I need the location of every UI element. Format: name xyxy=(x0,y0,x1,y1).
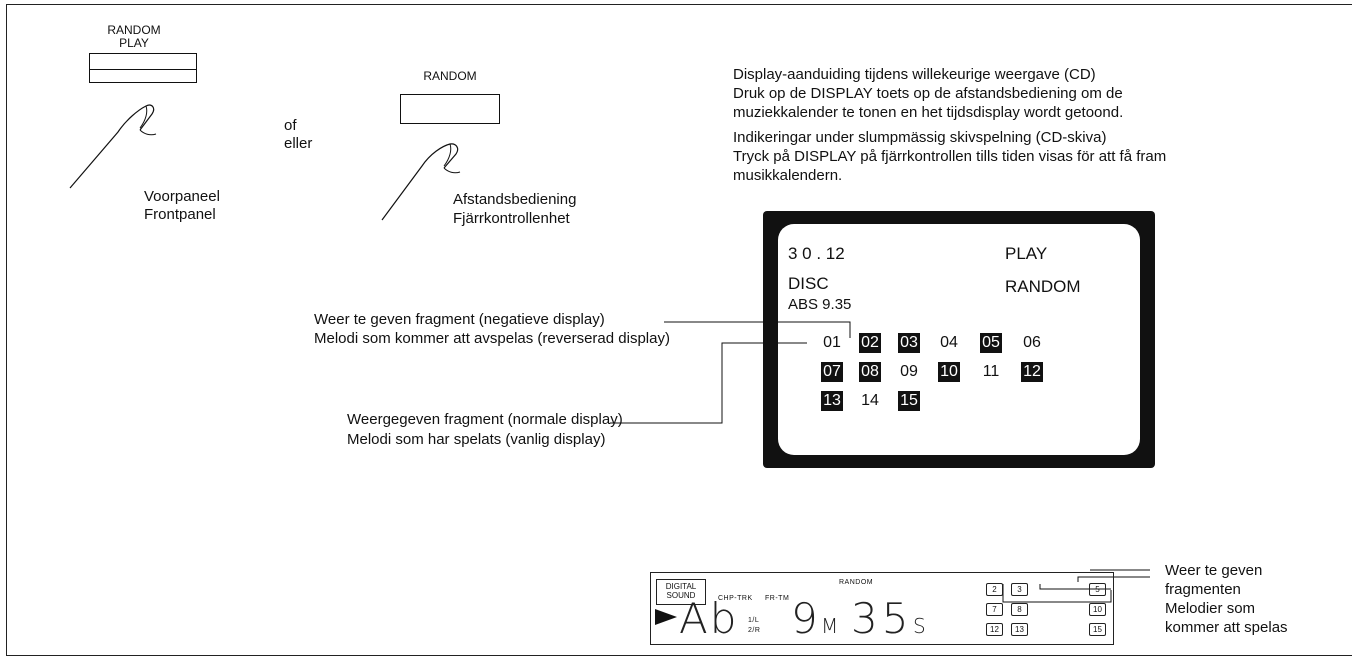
connector-sv: eller xyxy=(284,134,312,153)
front-panel-caption-sv: Frontpanel xyxy=(144,205,216,224)
tv-play: PLAY xyxy=(1005,244,1047,264)
fl-sec-unit: S xyxy=(913,615,926,637)
random-play-label: RANDOM PLAY xyxy=(82,24,186,50)
callout-fl-sv2: kommer att spelas xyxy=(1165,618,1288,637)
fl-minutes: 9 xyxy=(791,595,818,643)
calendar-track: 10 xyxy=(1089,603,1106,616)
track-number: 10 xyxy=(938,362,960,382)
callout-normal-sv: Melodi som har spelats (vanlig display) xyxy=(347,430,605,449)
front-panel-caption-nl: Voorpaneel xyxy=(144,187,220,206)
track-number: 04 xyxy=(938,333,960,353)
callout-fl-sv1: Melodier som xyxy=(1165,599,1255,618)
callout-negative-nl: Weer te geven fragment (negatieve displa… xyxy=(314,310,605,329)
finger-icon xyxy=(60,80,180,190)
callout-negative-sv: Melodi som kommer att avspelas (reverser… xyxy=(314,329,734,348)
track-number: 12 xyxy=(1021,362,1043,382)
tv-random: RANDOM xyxy=(1005,277,1081,297)
callout-fl-nl1: Weer te geven xyxy=(1165,561,1262,580)
calendar-track: 5 xyxy=(1089,583,1106,596)
fl-ch2: 2/R xyxy=(748,627,760,634)
track-number: 15 xyxy=(898,391,920,411)
track-number: 08 xyxy=(859,362,881,382)
track-number: 05 xyxy=(980,333,1002,353)
calendar-track: 15 xyxy=(1089,623,1106,636)
tv-disc: DISC xyxy=(788,274,829,294)
track-number: 06 xyxy=(1021,333,1043,353)
random-label: RANDOM xyxy=(395,70,505,83)
fl-min-unit: M xyxy=(821,615,838,637)
heading-sv-body: Tryck på DISPLAY på fjärrkontrollen till… xyxy=(733,147,1213,185)
play-icon xyxy=(655,609,677,625)
fl-random: RANDOM xyxy=(839,579,873,586)
heading-nl-title: Display-aanduiding tijdens willekeurige … xyxy=(733,65,1213,84)
callout-normal-nl: Weergegeven fragment (normale display) xyxy=(347,410,623,429)
track-number: 14 xyxy=(859,391,881,411)
calendar-track: 2 xyxy=(986,583,1003,596)
connector-nl: of xyxy=(284,116,297,135)
fl-mode: Ab xyxy=(679,595,738,643)
remote-caption-nl: Afstandsbediening xyxy=(453,190,576,209)
callout-fl-nl2: fragmenten xyxy=(1165,580,1241,599)
track-number: 07 xyxy=(821,362,843,382)
track-number: 13 xyxy=(821,391,843,411)
calendar-track: 13 xyxy=(1011,623,1028,636)
tv-screen: 3 0 . 12 PLAY DISC RANDOM ABS 9.35 01 02 0… xyxy=(778,224,1140,455)
tv-time: 3 0 . 12 xyxy=(788,244,845,264)
calendar-track: 8 xyxy=(1011,603,1028,616)
remote-caption-sv: Fjärrkontrollenhet xyxy=(453,209,570,228)
heading-sv-title: Indikeringar under slumpmässig skivspeln… xyxy=(733,128,1213,147)
fl-fr-tm: FR-TM xyxy=(765,595,789,602)
track-number: 03 xyxy=(898,333,920,353)
fl-seconds: 35 xyxy=(851,595,912,643)
fl-ch1: 1/L xyxy=(748,617,759,624)
heading-nl-body: Druk op de DISPLAY toets op de afstandsb… xyxy=(733,84,1213,122)
tv-abs: ABS 9.35 xyxy=(788,295,851,315)
tv-monitor: 3 0 . 12 PLAY DISC RANDOM ABS 9.35 01 02 0… xyxy=(763,211,1155,468)
calendar-track: 12 xyxy=(986,623,1003,636)
track-number: 02 xyxy=(859,333,881,353)
random-button[interactable] xyxy=(400,94,500,124)
calendar-track: 3 xyxy=(1011,583,1028,596)
track-number: 09 xyxy=(898,362,920,382)
track-number: 01 xyxy=(821,333,843,353)
track-number: 11 xyxy=(980,362,1002,382)
random-play-button[interactable] xyxy=(89,53,197,83)
calendar-track: 7 xyxy=(986,603,1003,616)
fl-display: DIGITAL SOUND RANDOM CHP-TRK FR-TM Ab 1/… xyxy=(650,572,1114,645)
